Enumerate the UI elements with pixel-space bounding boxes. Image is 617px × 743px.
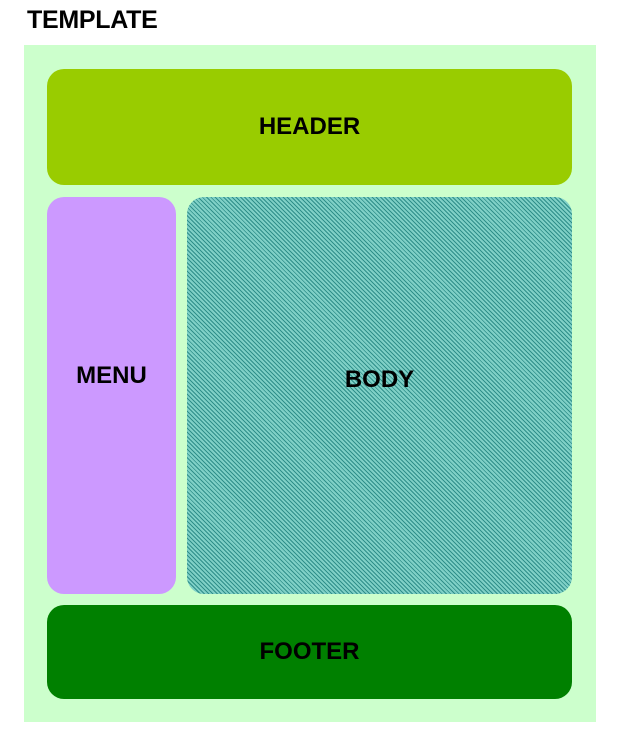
footer-region: FOOTER [47,605,572,699]
body-label: BODY [344,365,415,393]
footer-label: FOOTER [259,638,360,665]
menu-region: MENU [47,197,176,594]
header-label: HEADER [258,113,361,140]
header-region: HEADER [47,69,572,185]
template-canvas: HEADER MENU BODY FOOTER [24,45,596,722]
menu-label: MENU [76,361,147,389]
body-region: BODY [187,197,572,594]
diagram-title: TEMPLATE [27,6,158,34]
